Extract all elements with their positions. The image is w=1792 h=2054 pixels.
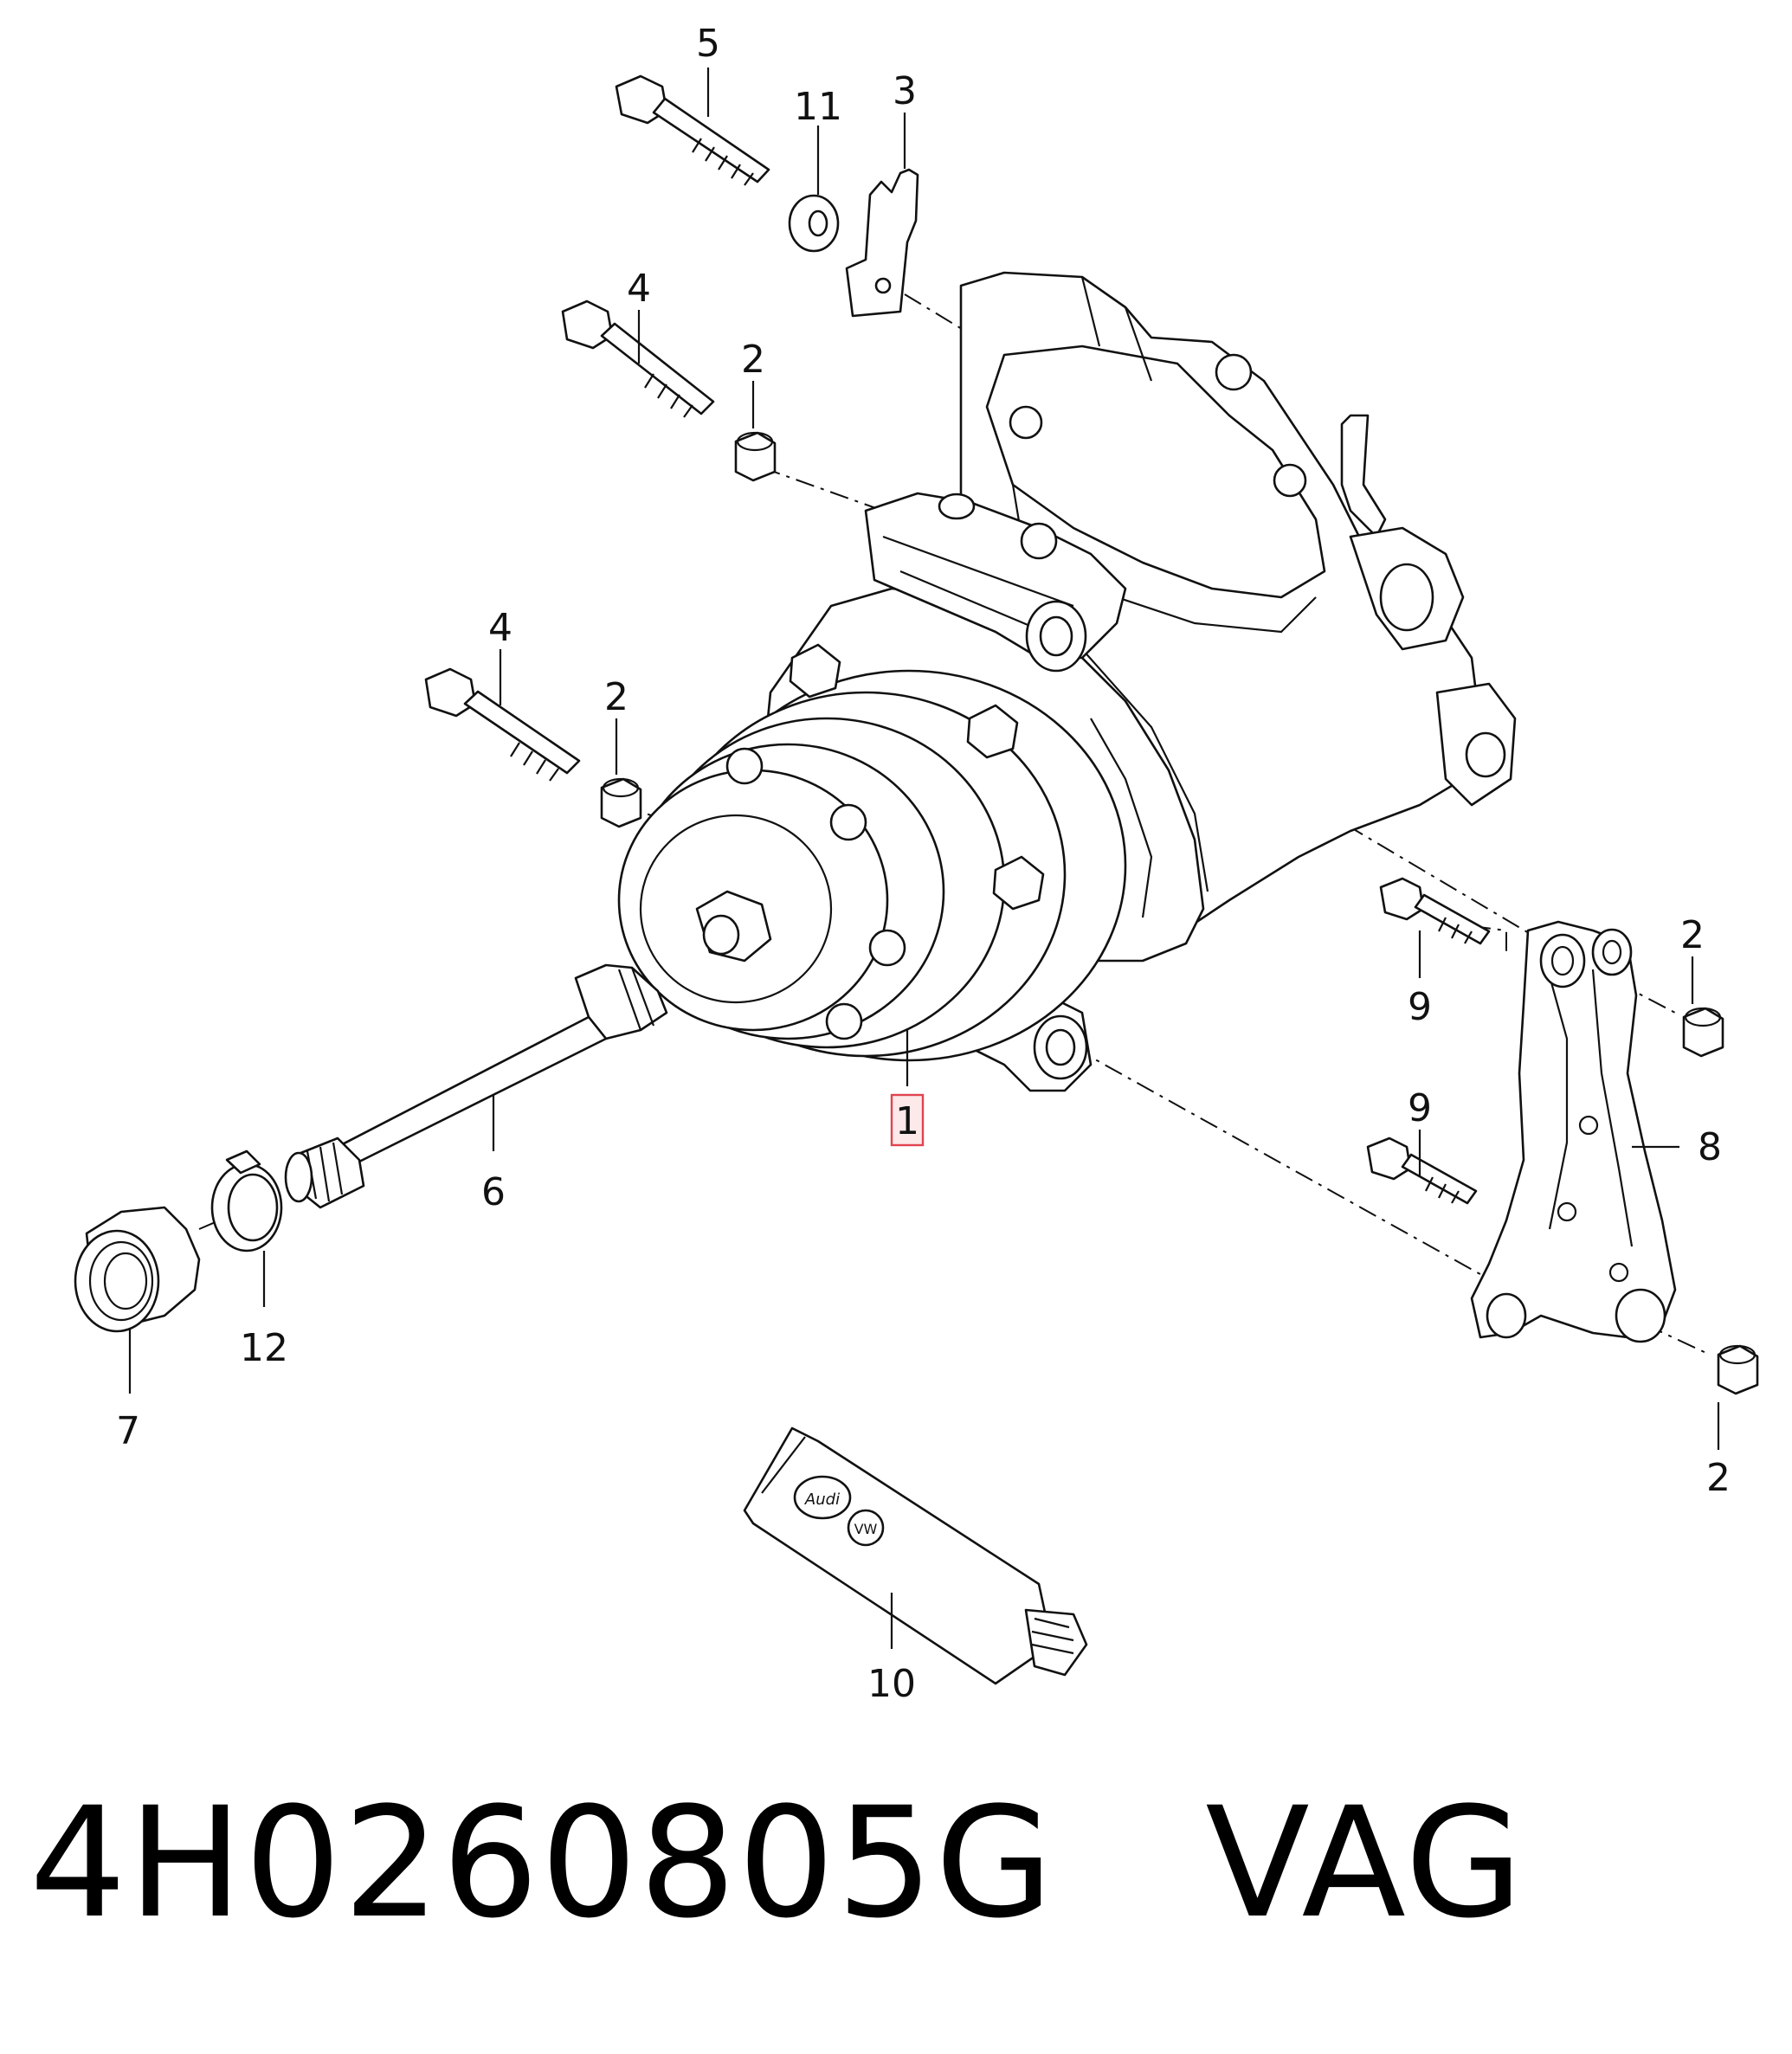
- drive-shaft[interactable]: [284, 963, 668, 1209]
- boot[interactable]: [74, 1206, 201, 1333]
- callout-grease-tube[interactable]: 10: [867, 1662, 916, 1706]
- part-number-caption: 4H0260805G VAG: [29, 1787, 1524, 1940]
- compressor[interactable]: [617, 271, 1517, 1092]
- bolt-lower[interactable]: [424, 667, 581, 782]
- spacer-mid[interactable]: [600, 777, 642, 828]
- callout-bolt-upper[interactable]: 4: [627, 267, 651, 311]
- callout-spacer-top[interactable]: 2: [741, 338, 765, 382]
- spacer-right-top[interactable]: [1682, 1007, 1724, 1058]
- audi-logo-icon: [793, 1475, 852, 1520]
- callout-spacer-right-bottom[interactable]: 2: [1706, 1456, 1731, 1500]
- audi-logo-text: Audi: [804, 1491, 840, 1509]
- callout-boot[interactable]: 7: [116, 1409, 140, 1453]
- leader-lines: [128, 68, 1720, 1649]
- washer[interactable]: [788, 194, 840, 253]
- grease-tube[interactable]: Audi VW: [743, 1426, 1088, 1685]
- highlight-box: [890, 1093, 925, 1147]
- callout-labels: 1 5 11 3 4 2 4 2 6 12 7 2 9 9 8 2 10: [116, 22, 1731, 1706]
- callout-hose-clamp[interactable]: 12: [240, 1326, 288, 1370]
- bolt-right-lower[interactable]: [1366, 1136, 1478, 1205]
- spacer-top[interactable]: [734, 431, 777, 482]
- bolt-right-upper[interactable]: [1379, 877, 1491, 945]
- vw-logo-icon: [847, 1509, 885, 1547]
- callout-mount-bracket[interactable]: 8: [1698, 1125, 1722, 1169]
- hose-clamp[interactable]: [210, 1149, 283, 1252]
- callout-drive-shaft[interactable]: 6: [481, 1170, 506, 1214]
- callout-compressor[interactable]: 1: [895, 1099, 919, 1143]
- callout-spacer-mid[interactable]: 2: [604, 675, 628, 719]
- callout-bolt-right-lower[interactable]: 9: [1408, 1086, 1432, 1130]
- spacer-right-bottom[interactable]: [1717, 1344, 1759, 1395]
- callout-bracket-plate[interactable]: 3: [893, 69, 917, 113]
- vw-logo-text: VW: [854, 1521, 878, 1537]
- brand-name: VAG: [1205, 1774, 1525, 1952]
- bolt-top[interactable]: [615, 74, 770, 186]
- callout-bolt-top[interactable]: 5: [696, 22, 720, 66]
- callout-spacer-right-top[interactable]: 2: [1680, 913, 1705, 957]
- bolt-upper[interactable]: [561, 299, 715, 418]
- callout-bolt-right-upper[interactable]: 9: [1408, 985, 1432, 1029]
- callout-bolt-lower[interactable]: 4: [488, 606, 512, 650]
- part-number: 4H0260805G: [29, 1774, 1055, 1952]
- callout-washer[interactable]: 11: [794, 85, 842, 129]
- bracket-plate[interactable]: [845, 168, 919, 318]
- mount-bracket[interactable]: [1470, 920, 1677, 1343]
